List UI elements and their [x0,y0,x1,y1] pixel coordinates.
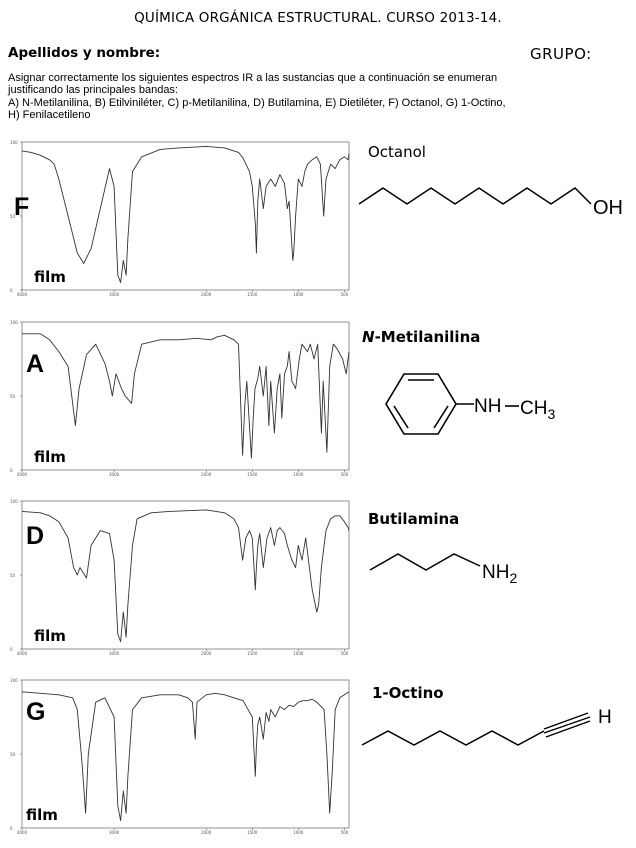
nh2-group: NH2 [482,562,517,586]
y-tick-label-f-1: 50 [10,214,16,219]
sample-label-d: film [34,627,66,645]
1-octino-structure: H [361,707,612,746]
ch3-group: CH3 [520,398,555,422]
instructions-line-2: justificando las principales bandas: [8,84,178,97]
x-tick-label-f-4: 1000 [293,292,304,297]
ring-double-bond-2 [393,405,409,429]
x-tick-label-g-1: 3000 [109,830,120,835]
x-tick-label-d-5: 500 [341,651,349,656]
triple-bond-2 [543,712,589,730]
spectrum-trace-a [22,333,350,459]
y-tick-label-d-1: 50 [10,573,16,578]
spectrum-trace-f [21,145,350,284]
name-field-label: Apellidos y nombre: [8,45,161,61]
compound-name-butilamina: Butilamina [368,510,460,528]
x-tick-label-g-0: 4000 [17,830,28,835]
y-tick-label-a-2: 0 [10,468,13,473]
x-tick-label-f-5: 500 [341,292,349,297]
n-metilanilina-structure: NH CH3 [385,373,555,435]
instructions-line-3: A) N-Metilanilina, B) Etilviniléter, C) … [8,96,506,109]
y-tick-label-g-1: 50 [10,752,16,757]
spectrum-letter-d: D [26,522,45,550]
ring-double-bond-3 [433,405,449,429]
spectrum-letter-a: A [26,350,45,378]
octanol-chain [358,187,592,205]
y-tick-label-f-2: 0 [10,288,13,293]
compound-name-n-metilanilina: N-Metilanilina [362,328,480,346]
spectrum-trace-g [21,691,350,822]
x-tick-label-g-5: 500 [341,830,349,835]
x-tick-label-g-3: 1500 [247,830,258,835]
x-tick-label-f-1: 3000 [109,292,120,297]
spectrum-trace-d [21,509,350,643]
x-tick-label-f-3: 1500 [247,292,258,297]
x-tick-label-a-2: 2000 [201,472,212,477]
sample-label-a: film [34,448,66,466]
x-tick-label-d-2: 2000 [201,651,212,656]
x-tick-label-a-5: 500 [341,472,349,477]
y-tick-label-d-2: 0 [10,647,13,652]
compound-name-octanol: Octanol [368,143,426,161]
octanol-oh-group: OH [593,197,623,219]
butilamina-structure: NH2 [369,553,517,586]
y-tick-label-g-0: 100 [10,678,18,683]
nh-group: NH [474,396,501,417]
benzene-ring [385,373,457,435]
instructions-line-1: Asignar correctamente los siguientes esp… [8,72,498,84]
n-prefix: N [362,328,375,346]
page-title: QUÍMICA ORGÁNICA ESTRUCTURAL. CURSO 2013… [134,10,502,26]
sample-label-g: film [26,806,58,824]
x-tick-label-g-4: 1000 [293,830,304,835]
spectrum-frame-f [21,141,350,291]
triple-bond-1 [543,716,591,734]
x-tick-label-a-4: 1000 [293,472,304,477]
sample-label-f: film [34,268,66,286]
y-tick-label-f-0: 100 [10,140,18,145]
n-metilanilina-rest: -Metilanilina [374,328,481,346]
instructions: Asignar correctamente los siguientes esp… [8,72,628,122]
y-tick-label-a-1: 50 [10,394,16,399]
x-tick-label-g-2: 2000 [201,830,212,835]
y-tick-label-d-0: 100 [10,499,18,504]
octanol-structure: OH [358,187,623,219]
y-tick-label-a-0: 100 [10,320,18,325]
x-tick-label-a-3: 1500 [247,472,258,477]
terminal-h: H [598,707,612,728]
spectrum-frame-a [21,321,350,471]
triple-bond-3 [545,720,591,738]
octyne-chain [361,730,545,746]
x-tick-label-d-0: 4000 [17,651,28,656]
instructions-line-4: H) Fenilacetileno [8,109,91,122]
x-tick-label-d-1: 3000 [109,651,120,656]
spectrum-letter-g: G [26,698,46,726]
group-field-label: GRUPO: [530,45,592,63]
x-tick-label-a-0: 4000 [17,472,28,477]
x-tick-label-f-0: 4000 [17,292,28,297]
spectrum-frame-d [21,500,350,650]
x-tick-label-d-3: 1500 [247,651,258,656]
spectrum-frame-g [21,679,350,829]
butyl-chain [369,553,481,571]
compound-name-1-octino: 1-Octino [372,684,444,702]
x-tick-label-f-2: 2000 [201,292,212,297]
spectrum-letter-f: F [14,193,30,221]
y-tick-label-g-2: 0 [10,826,13,831]
x-tick-label-d-4: 1000 [293,651,304,656]
x-tick-label-a-1: 3000 [109,472,120,477]
